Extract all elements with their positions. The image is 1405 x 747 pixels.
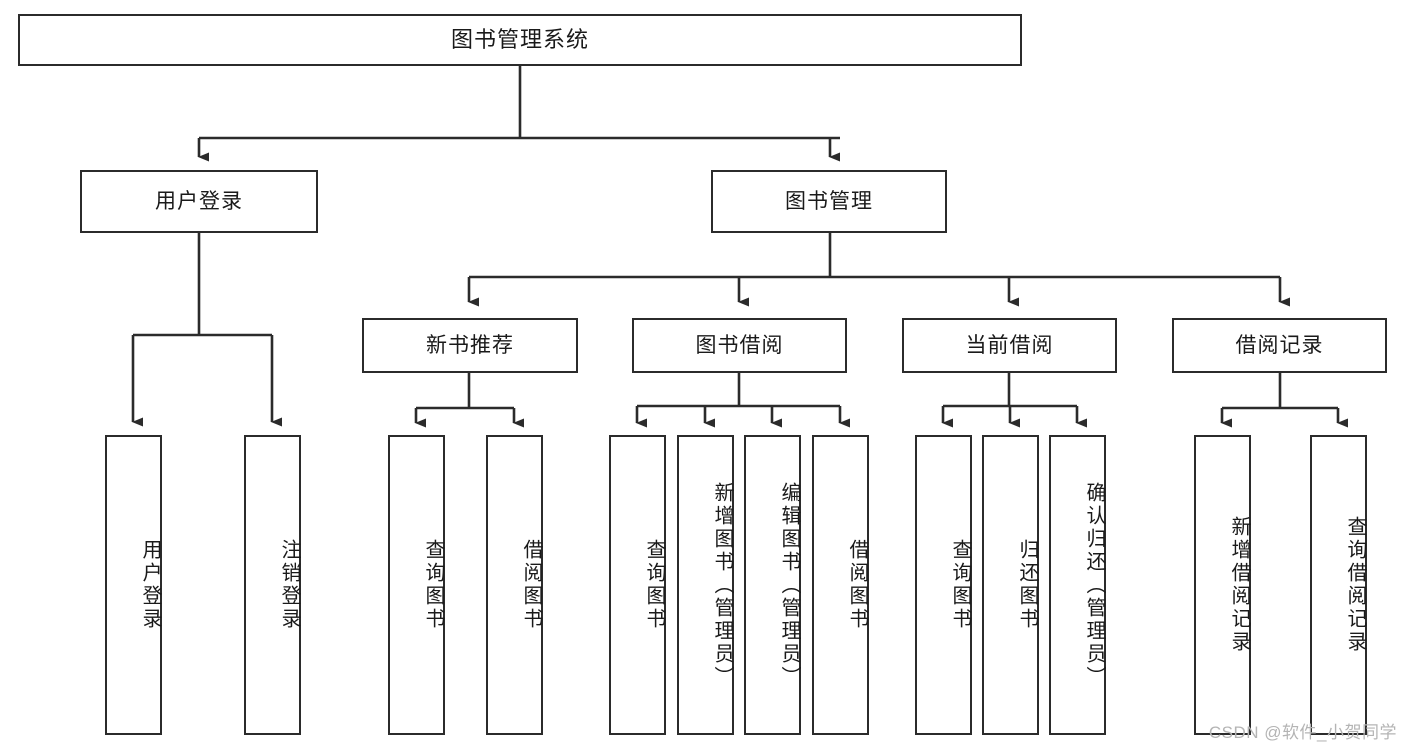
node-label: 查询图书 <box>422 539 444 631</box>
leaf-borrow-records-add-record[interactable]: 新增借阅记录 <box>1194 435 1251 735</box>
leaf-book-borrow-add-book-admin[interactable]: 新增图书（管理员） <box>677 435 734 735</box>
node-root-system[interactable]: 图书管理系统 <box>18 14 1022 66</box>
connector-group-root <box>197 66 840 162</box>
leaf-user-login-logout[interactable]: 注销登录 <box>244 435 301 735</box>
node-new-book-recommend[interactable]: 新书推荐 <box>362 318 578 373</box>
connector-group-current-borrow <box>941 373 1087 428</box>
node-label: 借阅图书 <box>846 539 868 631</box>
connector-group-user-login <box>131 233 282 427</box>
connector-group-book-borrow <box>635 373 850 428</box>
node-label: 查询图书 <box>643 539 665 631</box>
node-label: 查询借阅记录 <box>1344 516 1366 654</box>
connector-group-new-book <box>414 373 524 428</box>
leaf-current-borrow-query-book[interactable]: 查询图书 <box>915 435 972 735</box>
leaf-new-book-query-book[interactable]: 查询图书 <box>388 435 445 735</box>
leaf-user-login-login[interactable]: 用户登录 <box>105 435 162 735</box>
connector-group-book-manage <box>467 233 1290 307</box>
node-label: 图书管理 <box>785 189 873 213</box>
leaf-new-book-borrow-book[interactable]: 借阅图书 <box>486 435 543 735</box>
node-book-borrow[interactable]: 图书借阅 <box>632 318 847 373</box>
node-current-borrow[interactable]: 当前借阅 <box>902 318 1117 373</box>
leaf-borrow-records-query-record[interactable]: 查询借阅记录 <box>1310 435 1367 735</box>
node-label: 图书借阅 <box>695 333 784 357</box>
node-label: 借阅图书 <box>520 539 542 631</box>
node-user-login[interactable]: 用户登录 <box>80 170 318 233</box>
node-label: 归还图书 <box>1016 539 1038 631</box>
leaf-book-borrow-query-book[interactable]: 查询图书 <box>609 435 666 735</box>
csdn-watermark: CSDN @软件_小贺同学 <box>1208 723 1397 742</box>
leaf-current-borrow-return-book[interactable]: 归还图书 <box>982 435 1039 735</box>
leaf-current-borrow-confirm-return-admin[interactable]: 确认归还（管理员） <box>1049 435 1106 735</box>
node-label: 用户登录 <box>155 189 243 213</box>
node-label: 新书推荐 <box>426 333 514 357</box>
node-label: 当前借阅 <box>965 333 1054 357</box>
leaf-book-borrow-borrow-book[interactable]: 借阅图书 <box>812 435 869 735</box>
node-borrow-records[interactable]: 借阅记录 <box>1172 318 1387 373</box>
node-label: 借阅记录 <box>1235 333 1324 357</box>
node-label: 新增图书（管理员） <box>711 481 733 689</box>
node-label: 新增借阅记录 <box>1228 516 1250 654</box>
leaf-book-borrow-edit-book-admin[interactable]: 编辑图书（管理员） <box>744 435 801 735</box>
node-label: 图书管理系统 <box>450 26 589 52</box>
node-book-management[interactable]: 图书管理 <box>711 170 947 233</box>
node-label: 确认归还（管理员） <box>1083 481 1105 689</box>
node-label: 编辑图书（管理员） <box>778 481 800 689</box>
connector-group-borrow-records <box>1220 373 1348 428</box>
node-label: 用户登录 <box>139 539 161 631</box>
node-label: 查询图书 <box>949 539 971 631</box>
node-label: 注销登录 <box>278 539 300 631</box>
